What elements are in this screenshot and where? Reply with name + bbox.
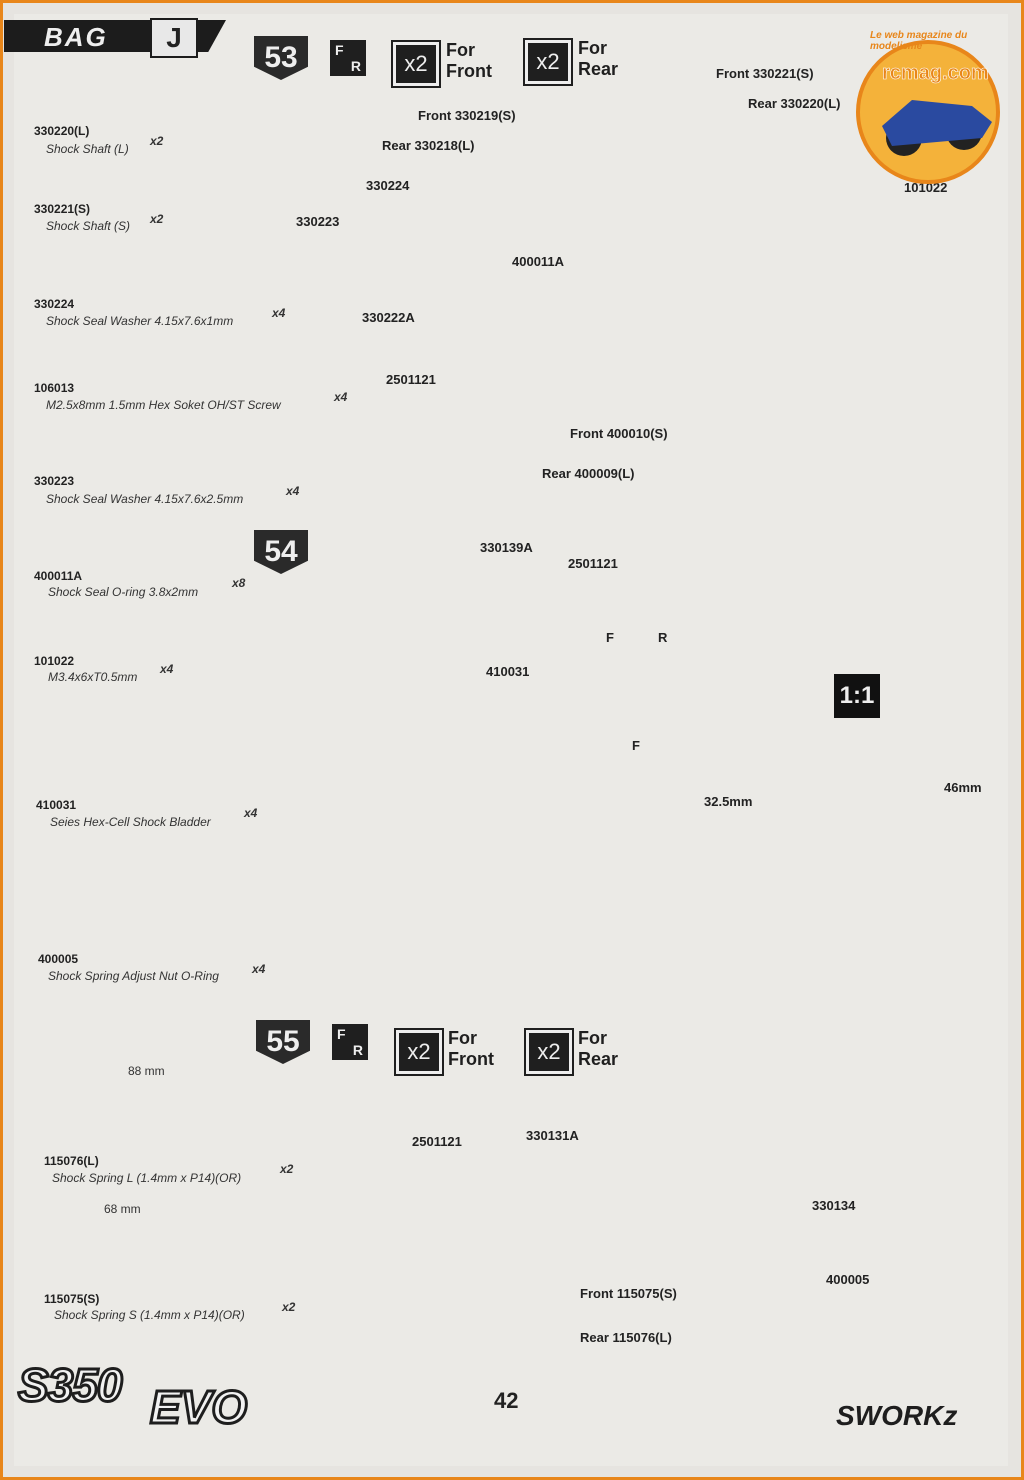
- part-desc: M3.4x6xT0.5mm: [48, 670, 138, 684]
- part-qty: x8: [232, 576, 246, 590]
- part-qty: x4: [252, 962, 266, 976]
- part-desc: Shock Shaft (S): [46, 219, 131, 233]
- brand-logo: SWORKz: [836, 1400, 958, 1431]
- spring-part-number: 115076(L): [44, 1154, 99, 1168]
- callout: 2501121: [386, 372, 436, 387]
- callout: Front 330219(S): [418, 108, 516, 123]
- part-qty: x2: [150, 212, 164, 226]
- callout: 410031: [486, 664, 530, 679]
- rcmag-watermark: rcmag.com Le web magazine du modelisme: [852, 26, 1002, 196]
- rcmag-site: rcmag.com: [882, 62, 989, 85]
- model-logo: S350: [16, 1358, 123, 1413]
- part-desc: Shock Shaft (L): [46, 142, 129, 156]
- callout: 400011A: [512, 254, 565, 269]
- part-number: 330220(L): [34, 124, 90, 138]
- callout: 400005: [826, 1272, 870, 1287]
- callout: 101022: [904, 180, 948, 195]
- spring-length-label: 88 mm: [128, 1064, 165, 1078]
- callout: 2501121: [568, 556, 618, 571]
- callout: 2501121: [412, 1134, 462, 1149]
- spring-qty: x2: [282, 1300, 296, 1314]
- qty-x2-rear: x2: [524, 1028, 574, 1076]
- dimension-label: 46mm: [944, 780, 982, 795]
- part-qty: x4: [160, 662, 174, 676]
- model-logo-evo: EVO: [148, 1380, 248, 1435]
- detail-r-label: R: [658, 630, 668, 645]
- callout: Front 330221(S): [716, 66, 814, 81]
- part-number: 400011A: [34, 569, 83, 583]
- part-desc: Shock Seal O-ring 3.8x2mm: [48, 585, 199, 599]
- part-qty: x4: [244, 806, 258, 820]
- part-qty: x2: [150, 134, 164, 148]
- detail-f-label: F: [606, 630, 614, 645]
- part-number: 410031: [36, 798, 77, 812]
- callout: 330223: [296, 214, 340, 229]
- part-desc: Seies Hex-Cell Shock Bladder: [50, 815, 211, 829]
- callout: 330134: [812, 1198, 856, 1213]
- qty-x2-rear: x2: [523, 38, 573, 86]
- part-number: 330224: [34, 297, 75, 311]
- dimension-label: 32.5mm: [704, 794, 753, 809]
- rcmag-badge-icon: [856, 40, 1000, 184]
- part-number: 330221(S): [34, 202, 91, 216]
- part-desc: Shock Seal Washer 4.15x7.6x1mm: [46, 314, 234, 328]
- part-qty: x4: [272, 306, 286, 320]
- part-number: 106013: [34, 381, 75, 395]
- spring-part-number: 115075(S): [44, 1292, 100, 1306]
- bag-label: BAG: [44, 22, 108, 52]
- callout: Rear 330220(L): [748, 96, 841, 111]
- rcmag-tagline: Le web magazine du modelisme: [870, 30, 968, 52]
- part-number: 330223: [34, 474, 75, 488]
- part-desc: Shock Spring Adjust Nut O-Ring: [48, 969, 219, 983]
- spring-length-label: 68 mm: [104, 1202, 141, 1216]
- bag-letter: J: [150, 18, 198, 58]
- part-number: 101022: [34, 654, 75, 668]
- callout: 330131A: [526, 1128, 579, 1143]
- part-number: 400005: [38, 952, 79, 966]
- callout: 330222A: [362, 310, 415, 325]
- detail-f2-label: F: [632, 738, 640, 753]
- spring-desc: Shock Spring L (1.4mm x P14)(OR): [52, 1171, 242, 1185]
- callout: Rear 400009(L): [542, 466, 635, 481]
- qty-x2-front: x2: [391, 40, 441, 88]
- callout: Front 400010(S): [570, 426, 668, 441]
- callout: Rear 330218(L): [382, 138, 475, 153]
- callout: Rear 115076(L): [580, 1330, 672, 1345]
- scale-1-1-badge: 1:1: [834, 674, 880, 718]
- spring-qty: x2: [280, 1162, 294, 1176]
- part-qty: x4: [286, 484, 300, 498]
- spring-desc: Shock Spring S (1.4mm x P14)(OR): [54, 1308, 245, 1322]
- part-qty: x4: [334, 390, 348, 404]
- manual-page: [14, 14, 1008, 1466]
- callout: Front 115075(S): [580, 1286, 677, 1301]
- part-desc: M2.5x8mm 1.5mm Hex Soket OH/ST Screw: [46, 398, 281, 412]
- part-desc: Shock Seal Washer 4.15x7.6x2.5mm: [46, 492, 244, 506]
- page-number: 42: [494, 1388, 519, 1413]
- qty-x2-front: x2: [394, 1028, 444, 1076]
- callout: 330139A: [480, 540, 533, 555]
- callout: 330224: [366, 178, 410, 193]
- step-53-badge: 53: [254, 36, 308, 80]
